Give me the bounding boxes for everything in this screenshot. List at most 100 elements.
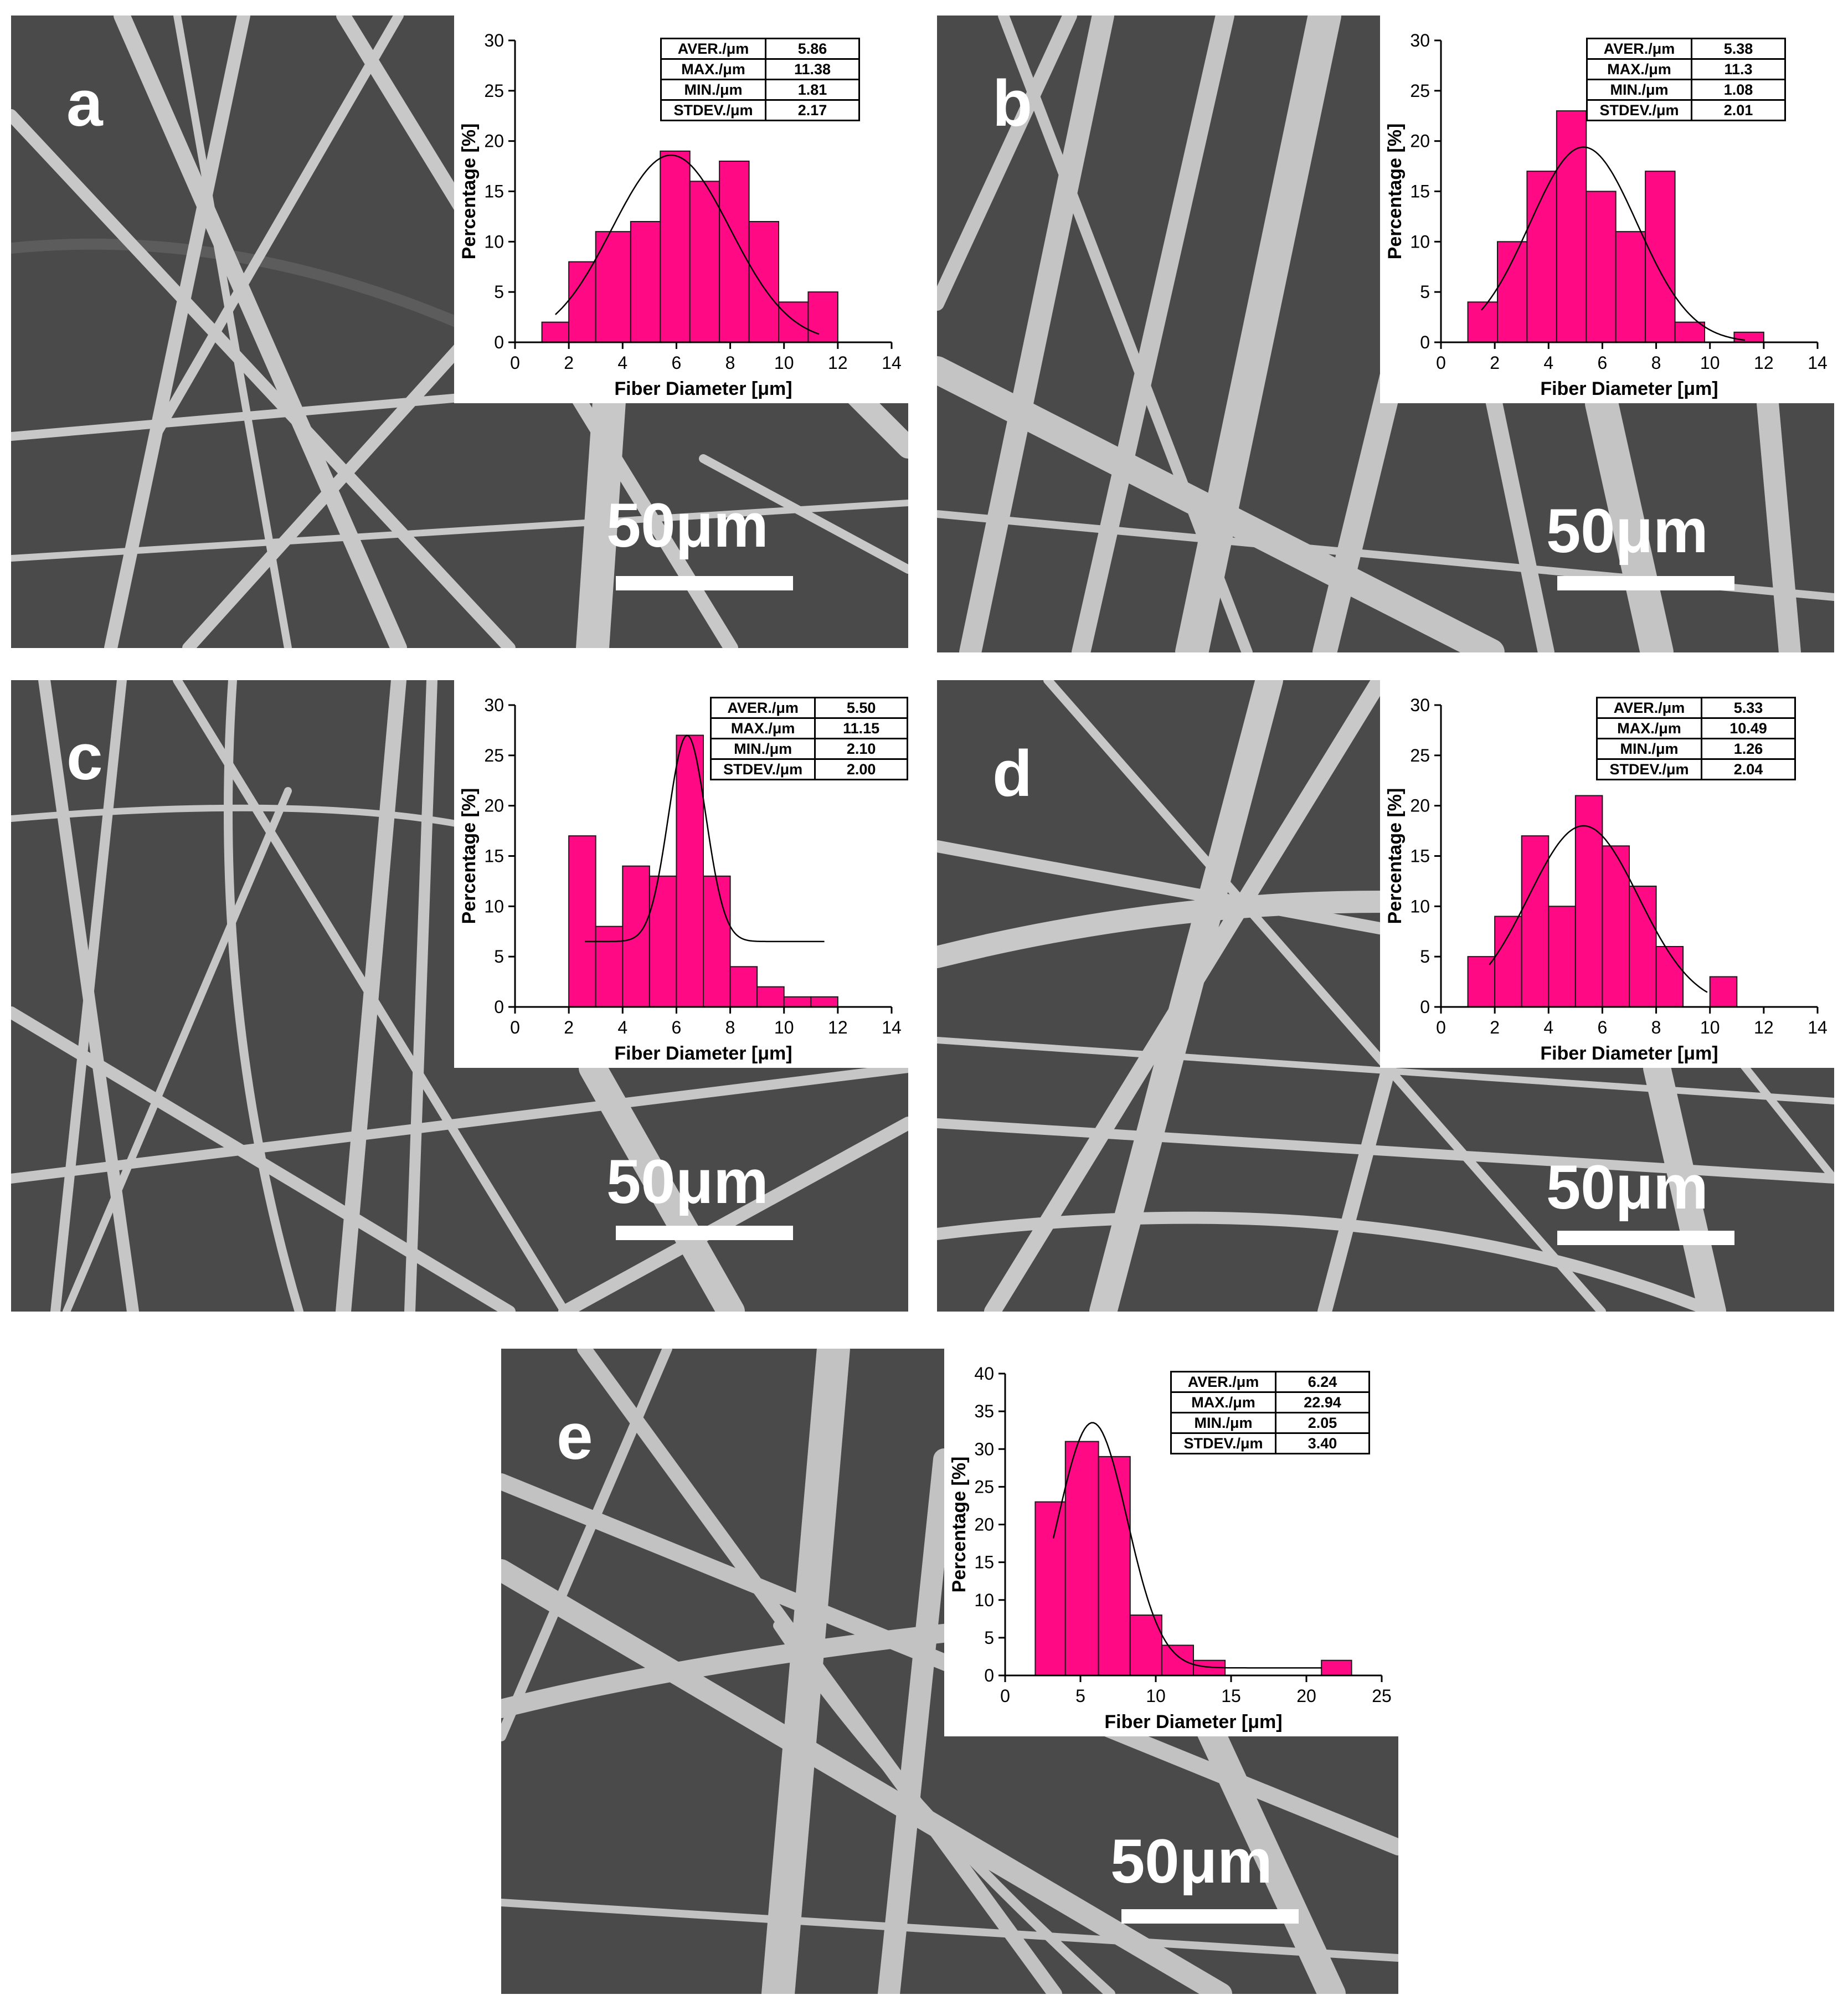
x-tick-label: 2 xyxy=(564,353,574,373)
y-tick-label: 30 xyxy=(974,1439,994,1459)
histogram-bar xyxy=(1548,906,1576,1008)
scale-bar-label: 50μm xyxy=(1546,1153,1708,1222)
scale-bar-label: 50μm xyxy=(606,491,769,560)
fit-curve xyxy=(1480,146,1746,341)
histogram-bar xyxy=(541,321,570,343)
x-tick-label: 2 xyxy=(1490,1017,1500,1037)
x-tick-label: 8 xyxy=(1651,353,1661,373)
y-tick-label: 5 xyxy=(1420,947,1430,966)
x-tick-label: 6 xyxy=(672,353,682,373)
y-tick-label: 25 xyxy=(484,746,504,765)
x-tick-label: 8 xyxy=(725,353,735,373)
histogram-bar xyxy=(1615,231,1646,343)
x-tick-label: 25 xyxy=(1372,1686,1392,1706)
x-tick-label: 4 xyxy=(1543,1017,1553,1037)
x-tick-label: 4 xyxy=(617,1017,627,1037)
y-tick-label: 20 xyxy=(484,131,504,151)
y-tick-label: 25 xyxy=(1410,746,1430,765)
fit-curve xyxy=(585,734,825,943)
y-tick-label: 20 xyxy=(1410,796,1430,816)
histogram-bar xyxy=(568,835,596,1007)
x-tick-label: 20 xyxy=(1296,1686,1316,1706)
histogram-bar xyxy=(1521,835,1550,1007)
x-tick-label: 15 xyxy=(1221,1686,1241,1706)
histogram-bar xyxy=(660,150,691,343)
x-tick-label: 10 xyxy=(1146,1686,1166,1706)
x-tick-label: 14 xyxy=(882,1017,902,1037)
x-tick-label: 4 xyxy=(1543,353,1553,373)
y-tick-label: 0 xyxy=(494,997,504,1017)
histogram-bar xyxy=(703,875,731,1008)
scale-bar-label: 50μm xyxy=(606,1147,769,1216)
y-tick-label: 35 xyxy=(974,1401,994,1421)
scale-bar xyxy=(1557,1231,1734,1245)
histogram-bar xyxy=(630,221,661,343)
histogram-bar xyxy=(748,221,779,343)
histogram-bar xyxy=(810,996,838,1007)
y-tick-label: 30 xyxy=(484,30,504,50)
histogram-bar xyxy=(1645,171,1676,343)
y-tick-label: 25 xyxy=(484,81,504,101)
x-tick-label: 8 xyxy=(725,1017,735,1037)
sem-fiber-image xyxy=(501,1349,1398,1994)
histogram-bar xyxy=(1709,976,1738,1007)
x-tick-label: 14 xyxy=(1808,1017,1828,1037)
histogram-bar xyxy=(595,926,624,1007)
x-axis-label: Fiber Diameter [μm] xyxy=(1104,1711,1282,1732)
histogram-bar xyxy=(595,231,631,343)
panel-label: c xyxy=(66,721,103,794)
fit-curve xyxy=(1052,1422,1322,1669)
histogram-bar xyxy=(1064,1441,1099,1676)
y-tick-label: 20 xyxy=(974,1515,994,1535)
sem-fiber-image xyxy=(11,680,908,1312)
histogram-bar xyxy=(783,996,812,1007)
fit-curve xyxy=(555,154,820,335)
y-tick-label: 5 xyxy=(494,282,504,302)
x-tick-label: 12 xyxy=(828,353,848,373)
x-tick-label: 6 xyxy=(672,1017,682,1037)
panel-label: e xyxy=(557,1400,593,1473)
y-tick-label: 15 xyxy=(484,182,504,202)
y-tick-label: 0 xyxy=(494,332,504,352)
y-tick-label: 15 xyxy=(1410,846,1430,866)
y-tick-label: 20 xyxy=(1410,131,1430,151)
histogram-bar xyxy=(1034,1501,1066,1676)
y-axis-label: Percentage [%] xyxy=(1384,124,1406,260)
y-tick-label: 30 xyxy=(1410,30,1430,50)
x-tick-label: 10 xyxy=(1700,1017,1720,1037)
x-tick-label: 0 xyxy=(1436,1017,1446,1037)
x-tick-label: 10 xyxy=(1700,353,1720,373)
x-tick-label: 6 xyxy=(1598,1017,1608,1037)
x-axis-label: Fiber Diameter [μm] xyxy=(1540,378,1718,399)
y-tick-label: 10 xyxy=(484,896,504,916)
histogram-bar xyxy=(689,181,720,343)
x-tick-label: 0 xyxy=(1436,353,1446,373)
y-tick-label: 10 xyxy=(1410,232,1430,251)
histogram-bar xyxy=(1655,946,1684,1007)
y-tick-label: 10 xyxy=(974,1590,994,1610)
histogram-bar xyxy=(1674,321,1705,343)
y-tick-label: 15 xyxy=(484,846,504,866)
x-tick-label: 12 xyxy=(1754,1017,1774,1037)
y-axis-label: Percentage [%] xyxy=(459,788,480,924)
